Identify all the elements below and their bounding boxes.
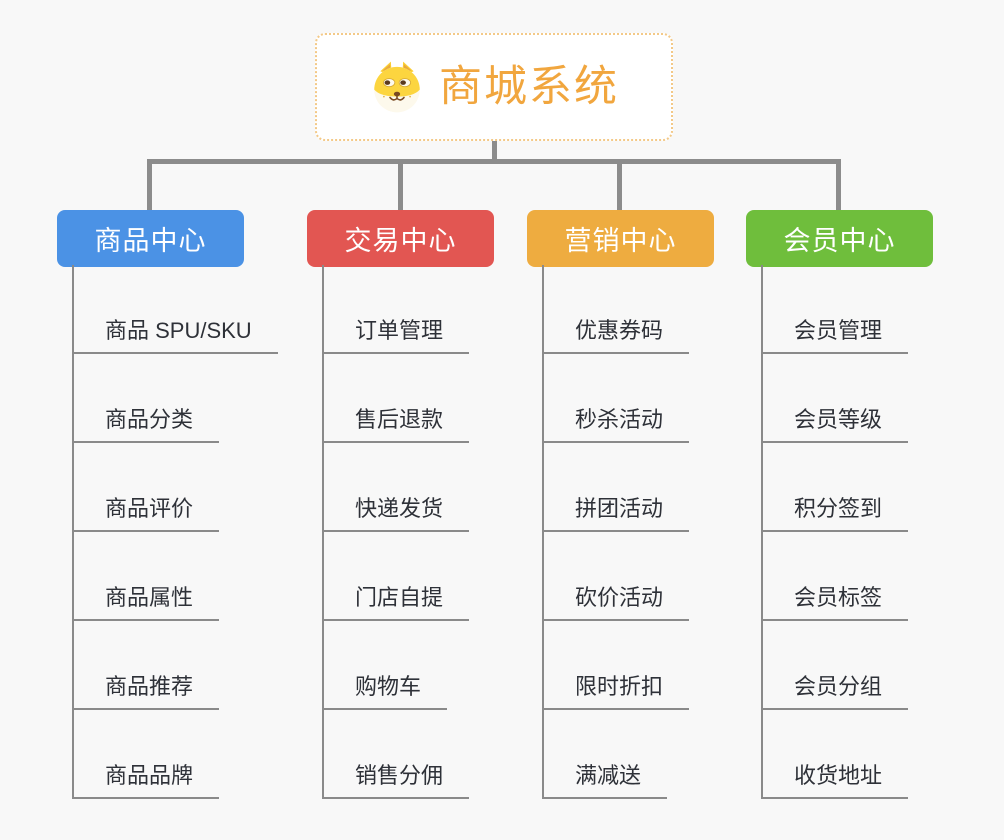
child-topic[interactable]: 商品品牌 [72,710,220,799]
child-topic[interactable]: 拼团活动 [542,443,690,532]
branch-header[interactable]: 交易中心 [307,210,494,267]
connector-root-drop [492,141,497,162]
child-topic[interactable]: 会员标签 [761,532,909,621]
branch-header[interactable]: 商品中心 [57,210,244,267]
child-topic[interactable]: 购物车 [322,621,448,710]
child-topic[interactable]: 收货地址 [761,710,909,799]
root-node[interactable]: 商城系统 [315,33,673,141]
child-topic[interactable]: 销售分佣 [322,710,470,799]
branch-header[interactable]: 会员中心 [746,210,933,267]
child-topic[interactable]: 优惠券码 [542,265,690,354]
connector-branch-drop [836,159,841,211]
branch-children: 会员管理会员等级积分签到会员标签会员分组收货地址 [761,265,909,799]
child-topic[interactable]: 会员管理 [761,265,909,354]
connector-branch-drop [147,159,152,211]
child-topic[interactable]: 秒杀活动 [542,354,690,443]
branch-children: 优惠券码秒杀活动拼团活动砍价活动限时折扣满减送 [542,265,690,799]
connector-bus [147,159,841,164]
connector-branch-drop [398,159,403,211]
child-topic[interactable]: 商品属性 [72,532,220,621]
branch-column: 会员中心 会员管理会员等级积分签到会员标签会员分组收货地址 [746,210,933,799]
child-topic[interactable]: 限时折扣 [542,621,690,710]
child-topic[interactable]: 快递发货 [322,443,470,532]
child-topic[interactable]: 商品分类 [72,354,220,443]
branch-header[interactable]: 营销中心 [527,210,714,267]
child-topic[interactable]: 积分签到 [761,443,909,532]
child-topic[interactable]: 订单管理 [322,265,470,354]
child-topic[interactable]: 砍价活动 [542,532,690,621]
branch-column: 营销中心 优惠券码秒杀活动拼团活动砍价活动限时折扣满减送 [527,210,714,799]
doge-icon [374,61,420,113]
child-topic[interactable]: 售后退款 [322,354,470,443]
child-topic[interactable]: 商品 SPU/SKU [72,265,278,354]
child-topic[interactable]: 满减送 [542,710,668,799]
branch-children: 订单管理售后退款快递发货门店自提购物车销售分佣 [322,265,470,799]
child-topic[interactable]: 会员分组 [761,621,909,710]
child-topic[interactable]: 商品评价 [72,443,220,532]
branch-column: 交易中心 订单管理售后退款快递发货门店自提购物车销售分佣 [307,210,494,799]
root-title: 商城系统 [439,62,619,111]
child-topic[interactable]: 会员等级 [761,354,909,443]
child-topic[interactable]: 门店自提 [322,532,470,621]
child-topic[interactable]: 商品推荐 [72,621,220,710]
connector-branch-drop [617,159,622,211]
